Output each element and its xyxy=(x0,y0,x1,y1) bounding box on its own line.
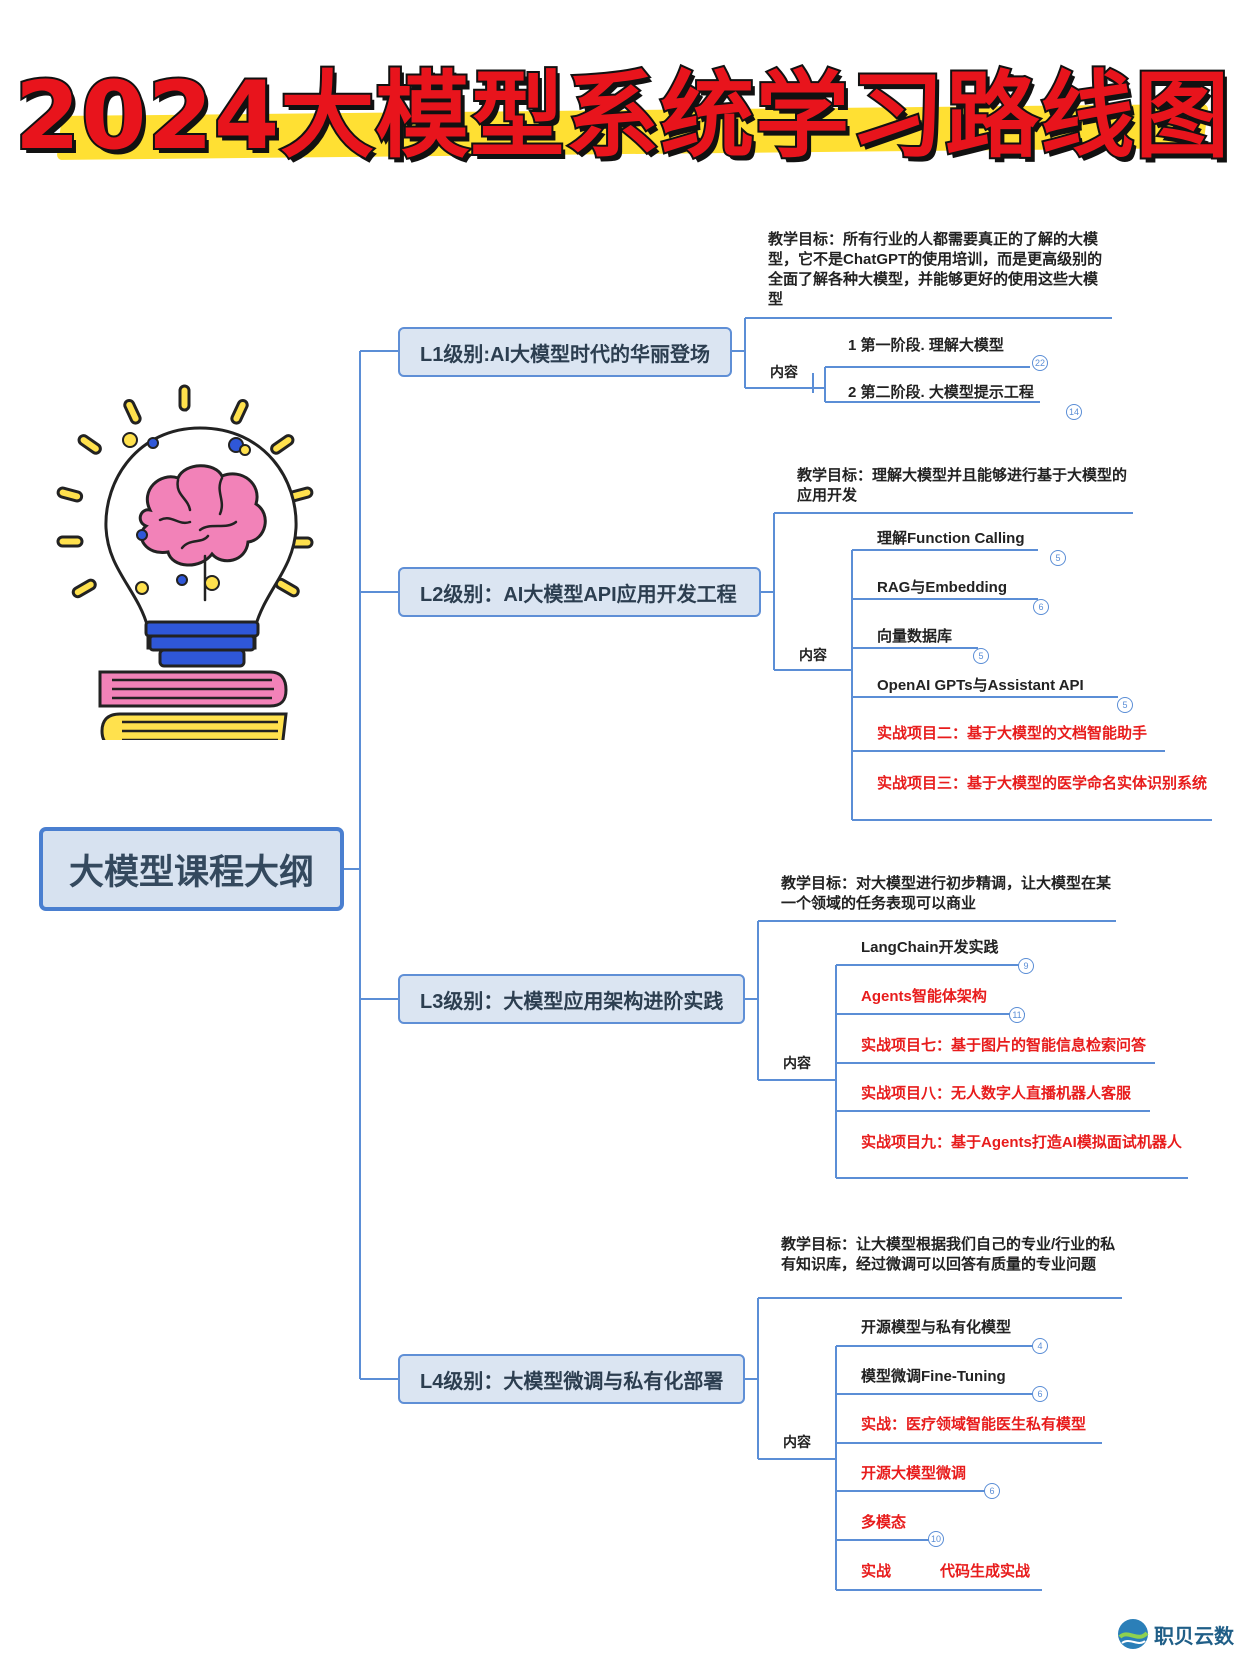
level-l1-item[interactable]: 1 第一阶段. 理解大模型 xyxy=(848,337,1004,354)
level-l3-project-item[interactable]: 实战项目七：基于图片的智能信息检索问答 xyxy=(861,1037,1147,1054)
level-l4-item[interactable]: 开源大模型微调 xyxy=(861,1465,967,1482)
globe-logo-icon xyxy=(1118,1619,1149,1649)
item-count-badge[interactable]: 5 xyxy=(1117,697,1133,713)
item-count-badge[interactable]: 4 xyxy=(1032,1338,1048,1354)
item-count-badge[interactable]: 6 xyxy=(1032,1386,1048,1402)
page-title: 2024大模型系统学习路线图 xyxy=(13,60,1232,173)
level-l1-item[interactable]: 2 第二阶段. 大模型提示工程 xyxy=(848,384,1034,401)
level-l3-content-label: 内容 xyxy=(783,1055,811,1071)
lightbulb-brain-illustration xyxy=(56,384,314,740)
item-count-badge[interactable]: 9 xyxy=(1018,958,1034,974)
level-l4-item[interactable]: 多模态 xyxy=(861,1514,907,1531)
root-node-course-outline[interactable]: 大模型课程大纲 xyxy=(39,827,344,911)
level-l3-project-item[interactable]: 实战项目八：无人数字人直播机器人客服 xyxy=(861,1085,1132,1102)
level-node-l3[interactable]: L3级别：大模型应用架构进阶实践 xyxy=(398,974,745,1024)
level-l2-item[interactable]: 向量数据库 xyxy=(877,628,953,645)
level-l1-goal: 教学目标：所有行业的人都需要真正的了解的大模型，它不是ChatGPT的使用培训，… xyxy=(768,231,1103,308)
level-l3-goal: 教学目标：对大模型进行初步精调，让大模型在某一个领域的任务表现可以商业 xyxy=(781,875,1112,912)
level-l3-item[interactable]: LangChain开发实践 xyxy=(861,939,999,956)
level-l4-item[interactable]: 开源模型与私有化模型 xyxy=(861,1319,1012,1336)
item-count-badge[interactable]: 14 xyxy=(1066,404,1082,420)
level-l2-project-item[interactable]: 实战项目二：基于大模型的文档智能助手 xyxy=(877,725,1148,742)
level-node-l1[interactable]: L1级别:AI大模型时代的华丽登场 xyxy=(398,327,732,377)
level-l2-item[interactable]: 理解Function Calling xyxy=(877,530,1025,547)
item-count-badge[interactable]: 6 xyxy=(1033,599,1049,615)
level-l4-subitem[interactable]: 代码生成实战 xyxy=(940,1563,1031,1580)
level-node-l2[interactable]: L2级别：AI大模型API应用开发工程 xyxy=(398,567,761,617)
level-l2-item[interactable]: RAG与Embedding xyxy=(877,579,1007,596)
item-count-badge[interactable]: 5 xyxy=(973,648,989,664)
level-node-l4[interactable]: L4级别：大模型微调与私有化部署 xyxy=(398,1354,745,1404)
title-banner: 2024大模型系统学习路线图 xyxy=(0,0,1245,173)
level-l3-project-item[interactable]: 实战项目九：基于Agents打造AI模拟面试机器人 xyxy=(861,1134,1182,1151)
level-l2-project-item[interactable]: 实战项目三：基于大模型的医学命名实体识别系统 xyxy=(877,775,1208,792)
item-count-badge[interactable]: 11 xyxy=(1009,1007,1025,1023)
level-l4-item[interactable]: 实战 xyxy=(861,1563,892,1580)
level-l2-goal: 教学目标：理解大模型并且能够进行基于大模型的应用开发 xyxy=(797,467,1128,504)
level-l2-content-label: 内容 xyxy=(799,647,827,663)
item-count-badge[interactable]: 6 xyxy=(984,1483,1000,1499)
level-l4-goal: 教学目标：让大模型根据我们自己的专业/行业的私有知识库，经过微调可以回答有质量的… xyxy=(781,1236,1116,1273)
level-l3-item[interactable]: Agents智能体架构 xyxy=(861,988,987,1005)
item-count-badge[interactable]: 5 xyxy=(1050,550,1066,566)
item-count-badge[interactable]: 22 xyxy=(1032,355,1048,371)
level-l1-content-label: 内容 xyxy=(770,364,798,380)
level-l4-item[interactable]: 模型微调Fine-Tuning xyxy=(861,1368,1006,1385)
level-l4-content-label: 内容 xyxy=(783,1434,811,1450)
level-l2-item[interactable]: OpenAI GPTs与Assistant API xyxy=(877,677,1084,694)
brand-name: 职贝云数 xyxy=(1154,1625,1234,1648)
level-l4-project-item[interactable]: 实战：医疗领域智能医生私有模型 xyxy=(861,1416,1087,1433)
brand-logo: 职贝云数 xyxy=(1116,1616,1241,1652)
item-count-badge[interactable]: 10 xyxy=(928,1531,944,1547)
